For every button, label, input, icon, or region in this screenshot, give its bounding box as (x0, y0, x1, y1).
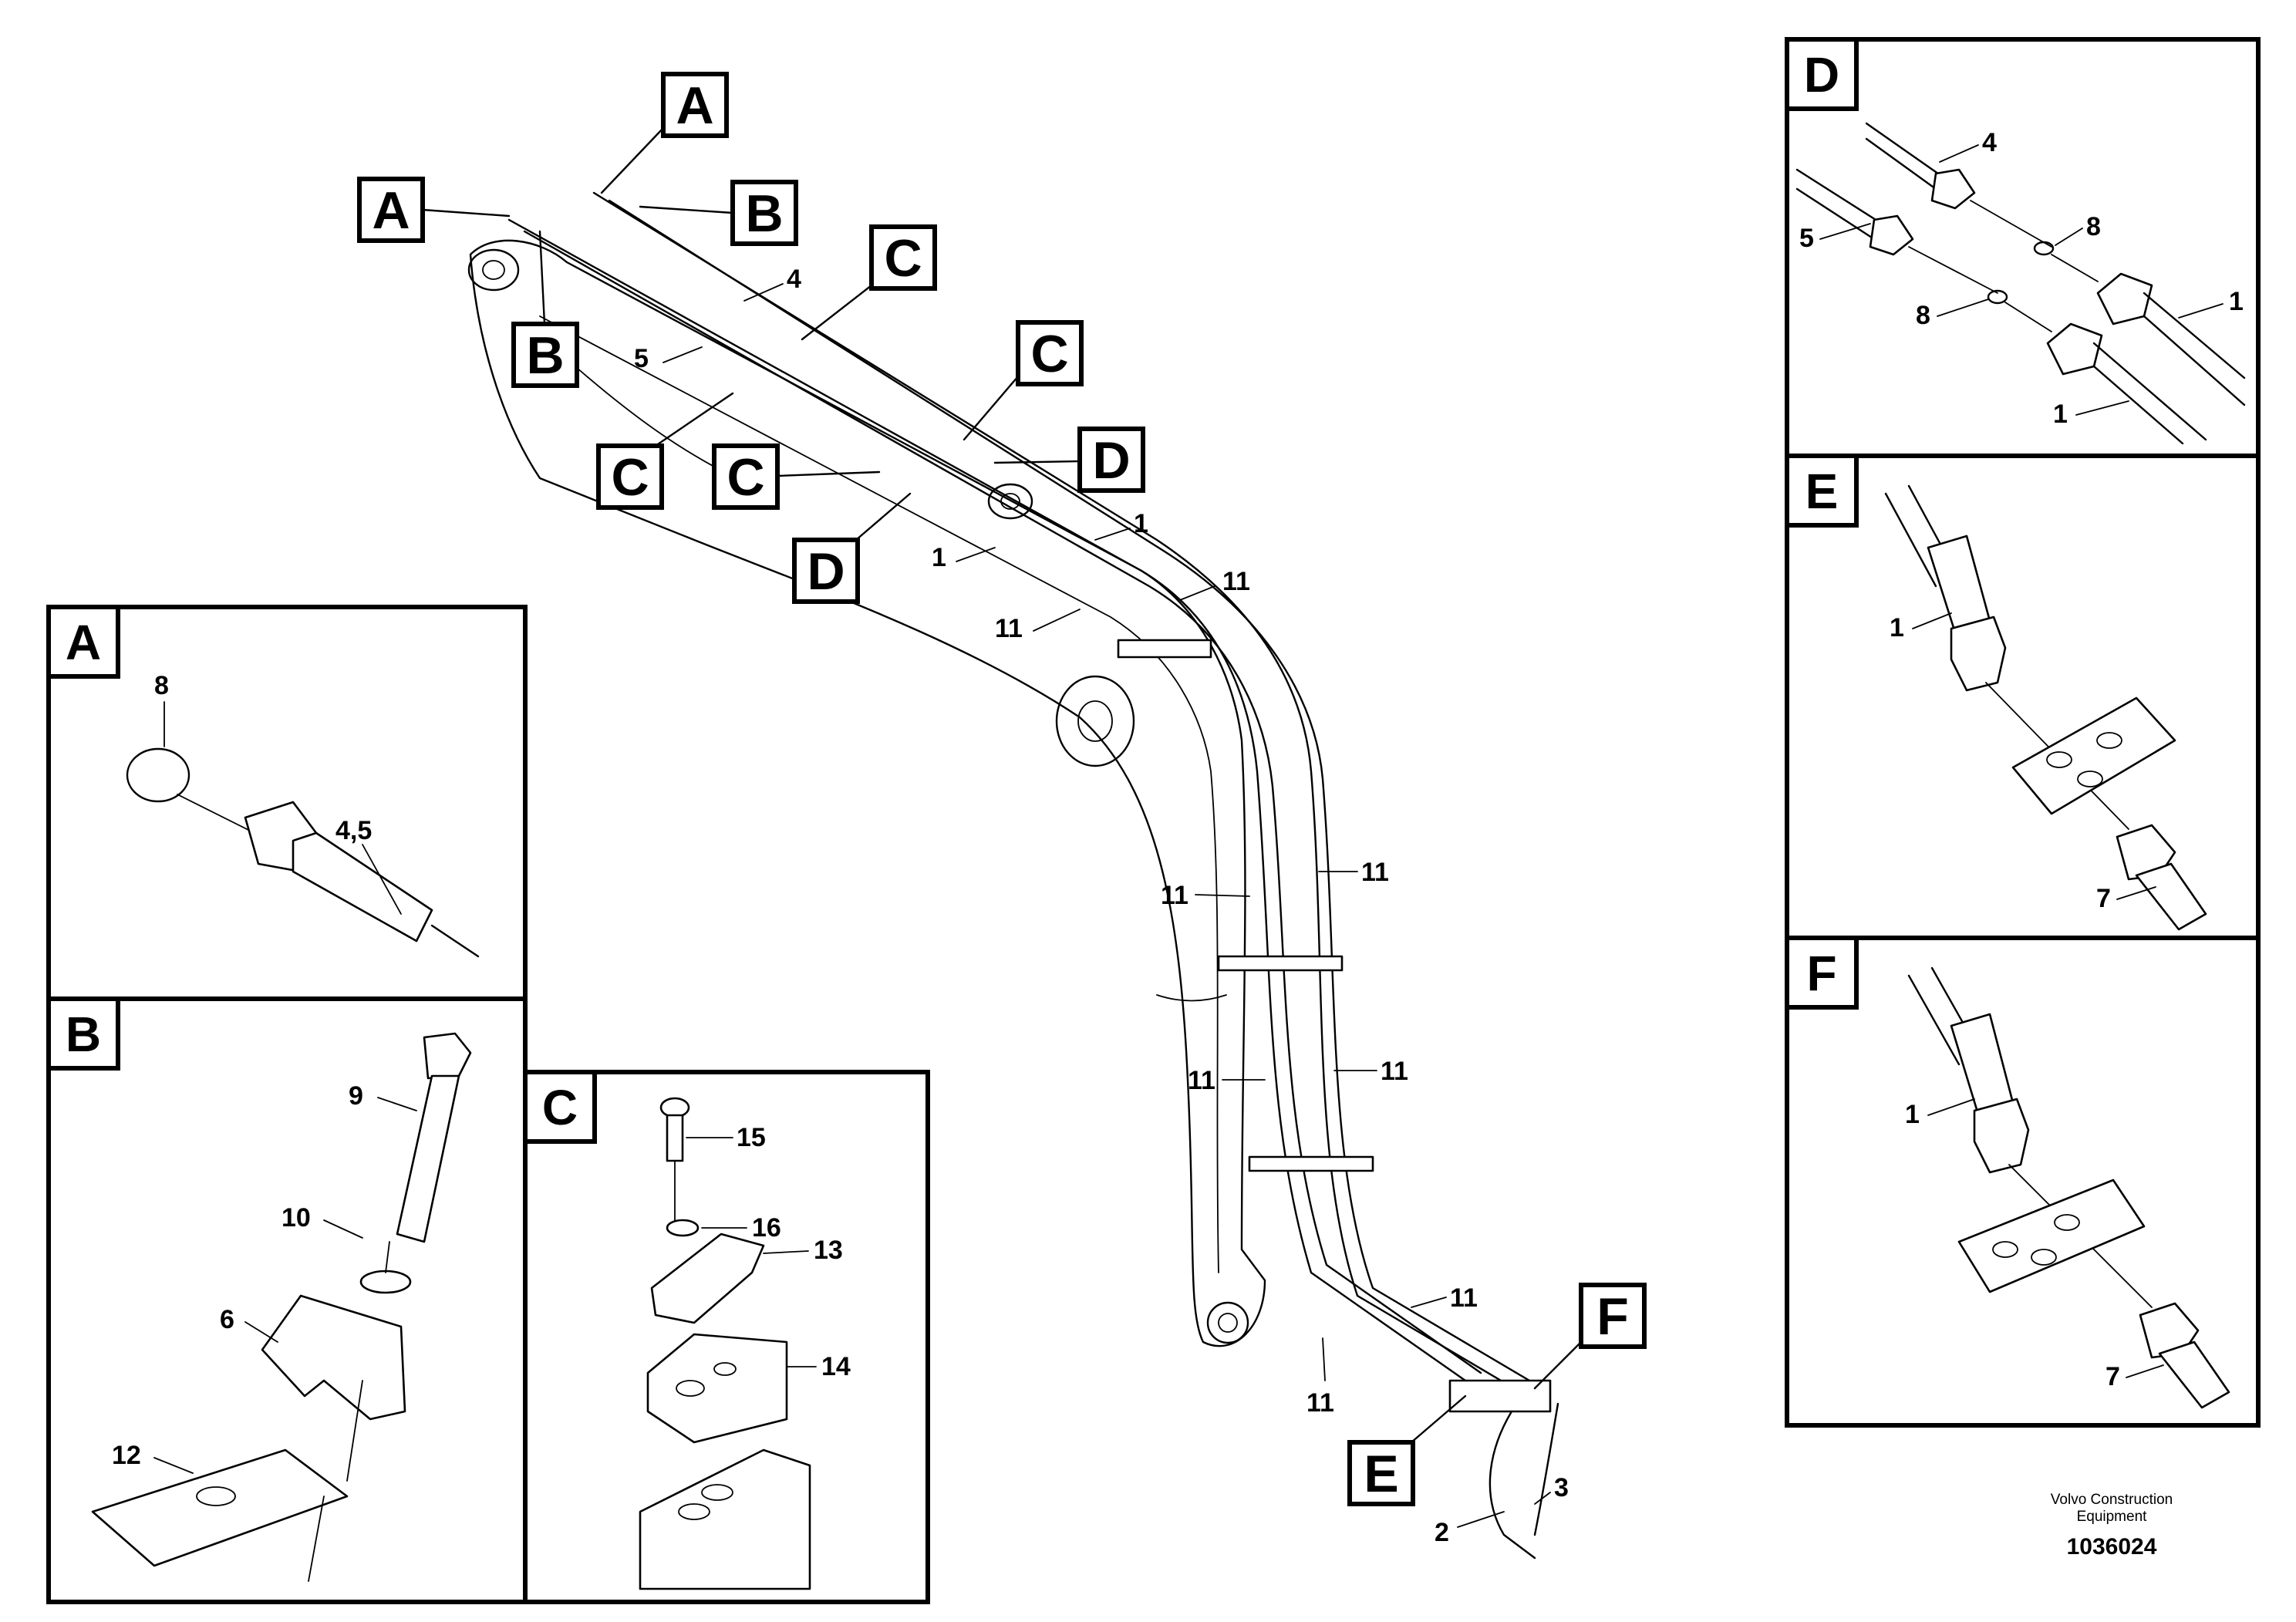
view-letter: B (745, 184, 783, 243)
detail-letter: F (1806, 946, 1836, 1001)
view-letter: C (1030, 325, 1068, 383)
callout: 11 (1222, 567, 1250, 596)
main-callouts: 4 5 1 1 11 11 11 11 11 11 11 11 2 3 (634, 265, 1569, 1547)
detail-c-panel: C 15 16 13 14 (523, 1070, 930, 1604)
callout: 1 (2053, 400, 2068, 429)
view-box-c1: C (801, 224, 937, 341)
callout: 8 (2086, 212, 2101, 241)
callout: 8 (154, 671, 169, 700)
detail-b-panel: B 9 10 6 12 (46, 996, 528, 1604)
callout: 7 (2106, 1362, 2120, 1391)
view-box-d2: D (792, 492, 912, 604)
callout: 1 (932, 543, 946, 572)
callout: 11 (1188, 1066, 1215, 1095)
detail-letter: C (542, 1080, 578, 1135)
callout: 16 (752, 1213, 781, 1243)
detail-letter: A (66, 615, 101, 670)
boom-assembly (467, 191, 1559, 1560)
callout: 10 (282, 1203, 311, 1233)
detail-a-panel: A 8 4,5 (46, 605, 528, 1001)
drawing-number: 1036024 (2067, 1534, 2157, 1560)
callout: 11 (1450, 1283, 1478, 1313)
view-box-e: E (1347, 1394, 1467, 1506)
callout: 11 (995, 614, 1023, 643)
detail-letter: B (66, 1007, 101, 1062)
callout: 5 (634, 344, 649, 373)
detail-letter: E (1805, 464, 1839, 519)
view-box-c2: C (963, 320, 1084, 441)
callout: 8 (1916, 301, 1930, 330)
view-box-f: F (1533, 1283, 1647, 1390)
view-box-c3: C (596, 392, 734, 510)
view-letter: C (727, 448, 764, 507)
callout: 11 (1381, 1057, 1408, 1086)
callout: 7 (2096, 884, 2111, 913)
callout: 1 (1134, 509, 1148, 538)
view-letter: C (884, 229, 922, 288)
callout: 4 (1982, 128, 1997, 157)
detail-letter: D (1804, 47, 1839, 103)
detail-e-panel: E 1 7 (1785, 454, 2261, 940)
callout: 5 (1799, 224, 1814, 253)
callout: 1 (2229, 287, 2244, 316)
callout: 2 (1435, 1518, 1449, 1547)
callout: 11 (1161, 881, 1188, 910)
callout: 9 (349, 1081, 363, 1111)
callout: 1 (1890, 613, 1904, 642)
view-box-b1: B (511, 230, 579, 388)
callout: 3 (1554, 1473, 1569, 1502)
callout: 14 (821, 1352, 851, 1381)
callout: 13 (814, 1236, 843, 1265)
callout: 15 (737, 1123, 766, 1152)
view-letter: D (807, 542, 845, 601)
view-box-d1: D (993, 427, 1145, 493)
detail-d-panel: D 4 8 5 8 1 1 (1785, 37, 2261, 458)
callout: 4 (787, 265, 801, 294)
view-box-b2: B (639, 180, 798, 246)
callout: 11 (1306, 1388, 1334, 1418)
view-box-a2: A (600, 72, 729, 194)
view-box-a1: A (357, 177, 511, 243)
view-letter: F (1596, 1287, 1629, 1346)
footer-block: Volvo Construction Equipment 1036024 (2051, 1492, 2173, 1560)
view-letter: C (611, 448, 649, 507)
callout: 11 (1361, 858, 1389, 887)
view-letter: D (1092, 431, 1130, 490)
view-letter: A (676, 76, 713, 135)
company-line-2: Equipment (2077, 1509, 2148, 1525)
callout: 1 (1905, 1100, 1920, 1129)
callout: 12 (112, 1441, 141, 1470)
view-letter: A (372, 181, 410, 240)
callout: 6 (220, 1305, 234, 1334)
view-letter: E (1364, 1445, 1398, 1503)
view-box-c4: C (712, 443, 881, 510)
callout: 4,5 (335, 816, 372, 845)
view-letter: B (526, 326, 564, 385)
detail-f-panel: F 1 7 (1785, 936, 2261, 1428)
company-line-1: Volvo Construction (2051, 1492, 2173, 1508)
